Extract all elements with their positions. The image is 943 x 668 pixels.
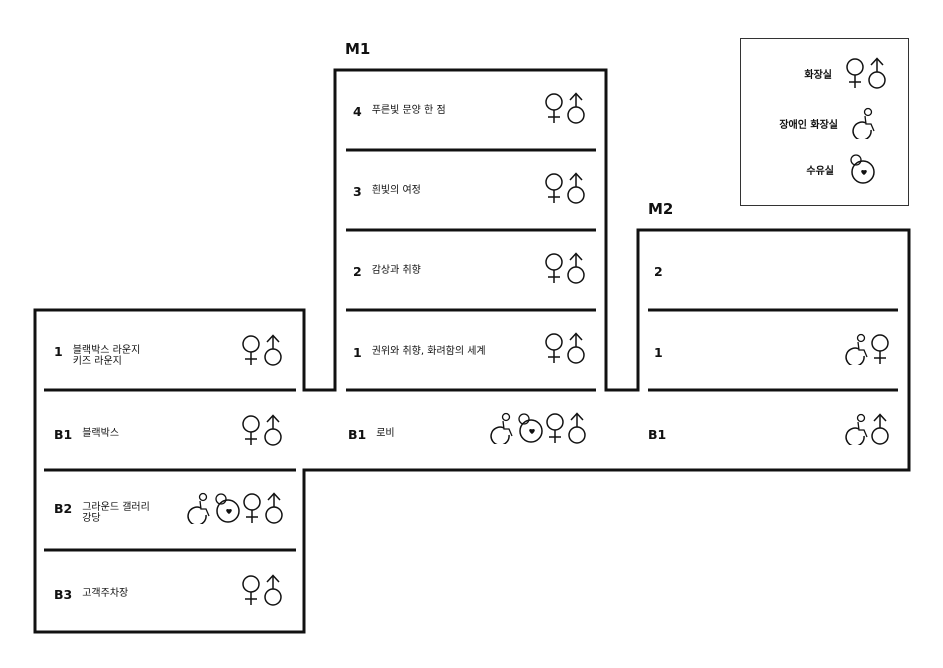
legend: 화장실 장애인 화장실 수유실 — [740, 38, 909, 206]
male-icon — [264, 414, 282, 446]
building-title-m1: M1 — [345, 40, 371, 58]
facility-icons — [543, 252, 587, 284]
floor-number: B1 — [648, 427, 667, 442]
accessible-icon — [187, 492, 210, 524]
floor-number: B3 — [54, 587, 73, 602]
floor-number: 4 — [353, 104, 362, 119]
facility-icons — [543, 332, 587, 364]
legend-icons — [846, 153, 876, 185]
nursing-icon — [850, 154, 875, 184]
female-icon — [545, 93, 563, 123]
floor-label: 2 — [654, 265, 673, 278]
female-icon — [846, 58, 864, 88]
floor-label: B1 블랙박스 — [54, 428, 119, 441]
floor-label: 3 흰빛의 여정 — [353, 185, 421, 198]
facility-icons — [240, 574, 284, 606]
legend-item-restroom: 화장실 — [804, 57, 888, 89]
floor-name: 푸른빛 문양 한 점 — [371, 105, 446, 116]
floor-name: 블랙박스 — [82, 428, 120, 439]
floor-label: 1 — [654, 346, 673, 359]
female-icon — [545, 253, 563, 283]
female-icon — [871, 334, 889, 364]
legend-item-nursing-room: 수유실 — [806, 153, 876, 185]
female-icon — [242, 575, 260, 605]
male-icon — [265, 492, 283, 524]
female-icon — [546, 413, 564, 443]
floor-number: B1 — [54, 427, 73, 442]
nursing-icon — [215, 493, 240, 523]
legend-icons — [850, 107, 876, 139]
floor-number: 2 — [353, 264, 362, 279]
floor-name: 그라운드 갤러리 강당 — [82, 502, 150, 524]
male-icon — [567, 92, 585, 124]
legend-icons — [844, 57, 888, 89]
floor-name: 권위와 취향, 화려함의 세계 — [371, 346, 486, 357]
facility-icons — [185, 492, 285, 524]
floor-label: B1 — [648, 428, 676, 441]
floor-number: B1 — [348, 427, 367, 442]
female-icon — [242, 415, 260, 445]
male-icon — [264, 334, 282, 366]
facility-icons — [240, 414, 284, 446]
accessible-icon — [852, 107, 875, 139]
floor-number: 2 — [654, 264, 663, 279]
male-icon — [568, 412, 586, 444]
accessible-icon — [845, 413, 868, 445]
floor-label: 1 권위와 취향, 화려함의 세계 — [353, 346, 486, 359]
floor-name: 감상과 취향 — [371, 265, 421, 276]
female-icon — [243, 493, 261, 523]
male-icon — [567, 172, 585, 204]
female-icon — [242, 335, 260, 365]
floor-label: 1 블랙박스 라운지 키즈 라운지 — [54, 345, 140, 367]
floor-label: B1 로비 — [348, 428, 395, 441]
floor-label: B3 고객주차장 — [54, 588, 128, 601]
floor-name: 블랙박스 라운지 키즈 라운지 — [72, 345, 141, 367]
floor-name: 흰빛의 여정 — [371, 185, 421, 196]
floor-name: 고객주차장 — [82, 588, 129, 599]
floor-number: 1 — [54, 344, 63, 359]
facility-icons — [543, 172, 587, 204]
male-icon — [868, 57, 886, 89]
male-icon — [264, 574, 282, 606]
floor-number: 3 — [353, 184, 362, 199]
legend-label: 장애인 화장실 — [779, 119, 838, 131]
floor-number: 1 — [353, 345, 362, 360]
male-icon — [567, 252, 585, 284]
floor-number: B2 — [54, 501, 73, 516]
facility-icons — [240, 334, 284, 366]
legend-label: 수유실 — [806, 165, 834, 177]
accessible-icon — [845, 333, 868, 365]
floor-label: 4 푸른빛 문양 한 점 — [353, 105, 446, 118]
female-icon — [545, 173, 563, 203]
female-icon — [545, 333, 563, 363]
legend-label: 화장실 — [804, 69, 832, 81]
legend-item-accessible-restroom: 장애인 화장실 — [779, 107, 876, 139]
facility-icons — [543, 92, 587, 124]
floor-name: 로비 — [376, 428, 395, 439]
male-icon — [567, 332, 585, 364]
facility-icons — [843, 333, 891, 365]
floor-label: 2 감상과 취향 — [353, 265, 421, 278]
floor-number: 1 — [654, 345, 663, 360]
building-title-m2: M2 — [648, 200, 674, 218]
male-icon — [871, 413, 889, 445]
accessible-icon — [490, 412, 513, 444]
facility-icons — [488, 412, 588, 444]
nursing-icon — [518, 413, 543, 443]
facility-icons — [843, 413, 891, 445]
floor-label: B2 그라운드 갤러리 강당 — [54, 502, 150, 524]
